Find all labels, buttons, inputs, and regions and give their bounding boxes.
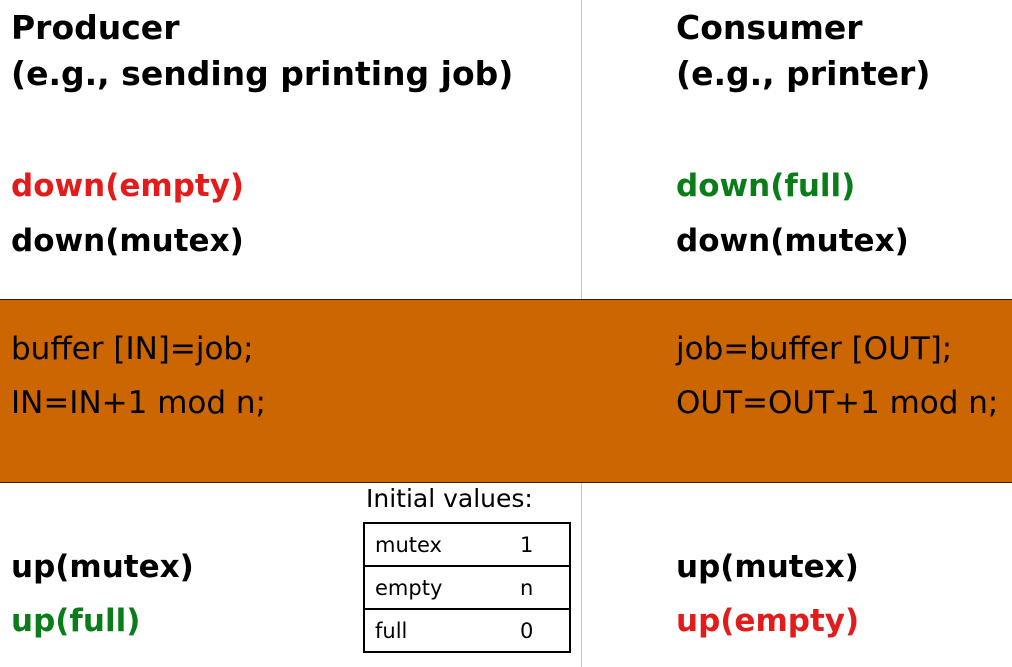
semaphore-value: 0 [510, 608, 571, 653]
semaphore-value: 1 [510, 522, 571, 567]
table-row: empty n [363, 565, 571, 610]
critical-section-band [0, 299, 1012, 483]
consumer-up-empty: up(empty) [676, 603, 860, 639]
producer-up-mutex: up(mutex) [11, 549, 194, 585]
initial-values-table: mutex 1 empty n full 0 [363, 522, 571, 653]
semaphore-name: full [363, 608, 510, 653]
consumer-down-full: down(full) [676, 168, 856, 204]
consumer-up-mutex: up(mutex) [676, 549, 859, 585]
consumer-index-increment: OUT=OUT+1 mod n; [676, 385, 999, 421]
consumer-title: Consumer [676, 8, 863, 47]
producer-subtitle: (e.g., sending printing job) [11, 54, 514, 93]
table-row: full 0 [363, 608, 571, 653]
producer-up-full: up(full) [11, 603, 141, 639]
consumer-down-mutex: down(mutex) [676, 223, 909, 259]
producer-down-mutex: down(mutex) [11, 223, 244, 259]
producer-buffer-write: buffer [IN]=job; [11, 331, 254, 367]
table-row: mutex 1 [363, 522, 571, 567]
semaphore-name: empty [363, 565, 510, 610]
semaphore-value: n [510, 565, 571, 610]
producer-index-increment: IN=IN+1 mod n; [11, 385, 266, 421]
producer-title: Producer [11, 8, 180, 47]
consumer-buffer-read: job=buffer [OUT]; [676, 331, 953, 367]
consumer-subtitle: (e.g., printer) [676, 54, 931, 93]
initial-values-title: Initial values: [366, 484, 533, 513]
semaphore-name: mutex [363, 522, 510, 567]
producer-down-empty: down(empty) [11, 168, 245, 204]
